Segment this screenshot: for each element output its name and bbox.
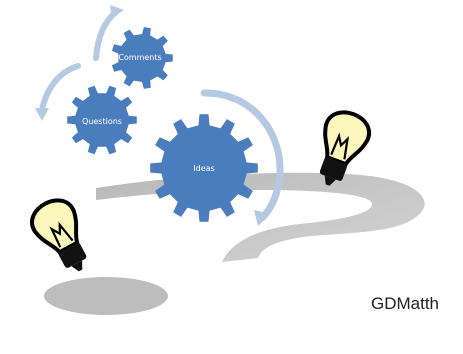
gear-body [150, 114, 258, 222]
gear-label-comments: Comments [118, 53, 161, 62]
brand-text: GDMatth [371, 294, 440, 313]
question-mark-dot [44, 277, 168, 315]
cycle-arrows [35, 5, 284, 226]
gear-body [67, 85, 137, 155]
gear-icon [67, 85, 137, 155]
cycle-arrow-icon [200, 89, 284, 222]
gear-body [111, 27, 173, 89]
lightbulb-icon [319, 110, 372, 186]
gear-label-ideas: Ideas [193, 164, 214, 173]
gears [67, 27, 258, 222]
gear-label-questions: Questions [82, 117, 122, 126]
gear-icon [111, 27, 173, 89]
lightbulb-icon [30, 198, 87, 272]
gear-icon [150, 114, 258, 222]
question-mark-shape [44, 172, 425, 315]
cycle-arrow-icon [39, 63, 81, 113]
